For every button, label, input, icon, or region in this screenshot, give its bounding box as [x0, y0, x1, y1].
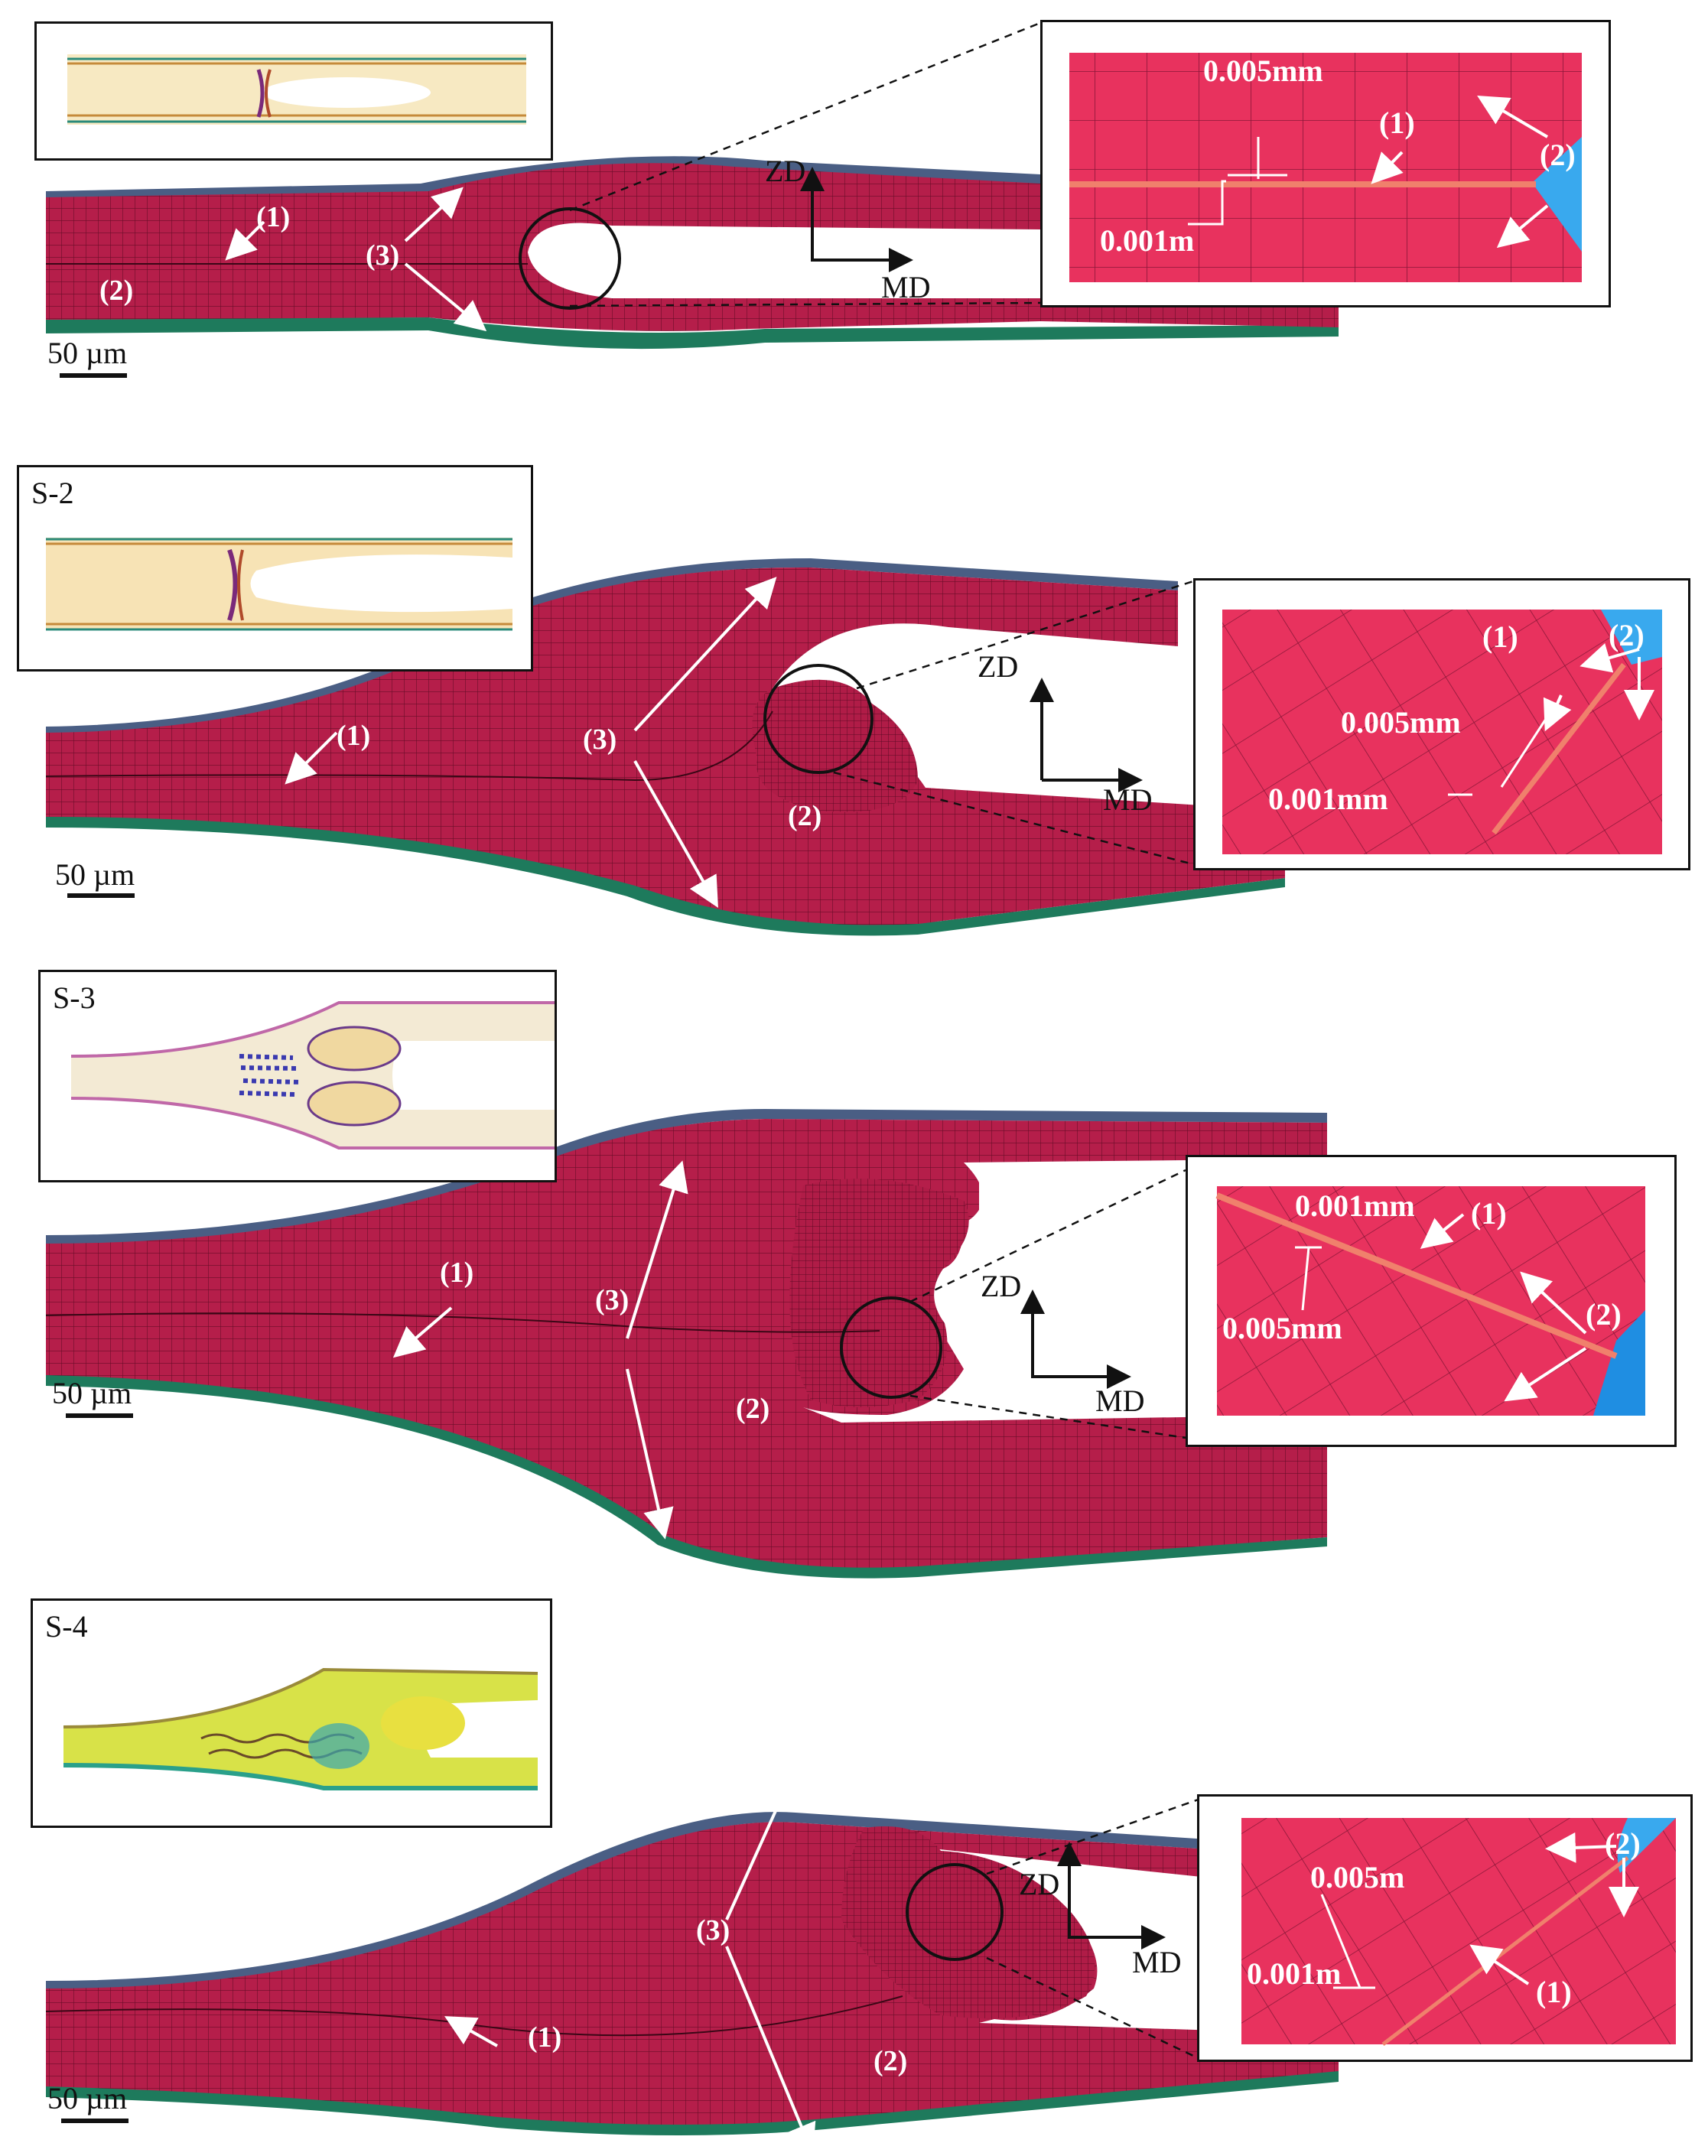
crack-tip-circle — [763, 664, 874, 774]
axis-md-label: MD — [1103, 782, 1153, 817]
region-label-1: (1) — [528, 2021, 562, 2054]
fe-mesh-panel-2 — [45, 558, 1285, 936]
fe-mesh-panel-3 — [45, 1109, 1327, 1579]
zoom-thin-label: 0.001mm — [1268, 782, 1388, 816]
inset-label: S-4 — [45, 1609, 88, 1644]
region-label-1: (1) — [440, 1257, 474, 1289]
zoom-region-1: (1) — [1536, 1975, 1572, 2009]
region-label-3: (3) — [595, 1284, 630, 1316]
zoom-thick-label: 0.005mm — [1203, 54, 1323, 88]
axis-md-label: MD — [1095, 1384, 1145, 1418]
panel-4: (1) (2) (3) ZD MD 50 µm S-4 0.005m — [0, 1598, 1708, 2156]
zoom-region-2: (2) — [1586, 1297, 1622, 1332]
region-label-2: (2) — [874, 2045, 908, 2077]
zoom-region-2: (2) — [1540, 138, 1576, 172]
scale-bar — [66, 1413, 133, 1418]
panel-3: (1) (2) (3) ZD MD 50 µm S-3 0.001mm 0.0 — [0, 970, 1708, 1598]
zoom-region-2: (2) — [1609, 618, 1645, 652]
crack-tip-circle — [519, 207, 621, 310]
axis-zd-label: ZD — [765, 154, 806, 188]
micrograph-inset: S-4 — [31, 1598, 552, 1828]
region-label-2: (2) — [736, 1393, 770, 1425]
panel-1: (1) (2) (3) ZD MD 50 µm 0.005mm 0.00 — [0, 0, 1708, 398]
region-label-2: (2) — [788, 800, 822, 832]
micrograph-inset — [34, 21, 553, 161]
region-label-3: (3) — [696, 1914, 730, 1946]
inset-label: S-3 — [53, 980, 96, 1015]
micrograph-inset: S-3 — [38, 970, 557, 1182]
axis-zd-label: ZD — [1019, 1867, 1060, 1901]
crack-tip-circle — [840, 1296, 942, 1399]
zoom-inset: 0.005m 0.001m (1) (2) — [1197, 1794, 1693, 2062]
zoom-thick-label: 0.005mm — [1341, 705, 1461, 740]
region-label-1: (1) — [256, 201, 291, 233]
zoom-region-1: (1) — [1379, 106, 1415, 140]
micrograph-inset: S-2 — [17, 465, 533, 672]
scale-bar — [60, 373, 127, 378]
zoom-inset: 0.005mm 0.001mm (1) (2) — [1193, 578, 1690, 870]
scale-bar — [67, 893, 135, 898]
zoom-inset: 0.005mm 0.001m (1) (2) — [1040, 20, 1611, 307]
region-label-3: (3) — [583, 724, 617, 756]
scale-bar-label: 50 µm — [55, 857, 135, 892]
scale-bar-label: 50 µm — [52, 1376, 132, 1410]
fe-mesh-panel-1 — [46, 21, 1339, 350]
fe-mesh-panel-4 — [45, 1761, 1339, 2155]
scale-bar-label: 50 µm — [47, 2081, 128, 2115]
zoom-thin-label: 0.001m — [1247, 1956, 1342, 1991]
zoom-thin-label: 0.001m — [1100, 223, 1195, 258]
zoom-inset: 0.001mm 0.005mm (1) (2) — [1186, 1155, 1677, 1447]
scale-bar-label: 50 µm — [47, 336, 128, 370]
zoom-region-2: (2) — [1605, 1826, 1641, 1861]
region-label-1: (1) — [337, 720, 371, 752]
crack-tip-circle — [906, 1863, 1004, 1961]
zoom-thin-label: 0.001mm — [1295, 1189, 1415, 1223]
panel-2: (1) (2) (3) ZD MD 50 µm S-2 0.005mm 0.0 — [0, 459, 1708, 948]
scale-bar — [61, 2119, 129, 2123]
axis-md-label: MD — [1132, 1945, 1182, 1979]
zoom-thick-label: 0.005mm — [1222, 1311, 1342, 1345]
axis-md-label: MD — [881, 270, 931, 304]
zoom-region-1: (1) — [1471, 1196, 1507, 1231]
inset-label: S-2 — [31, 476, 74, 510]
region-label-3: (3) — [366, 239, 400, 272]
axis-zd-label: ZD — [978, 649, 1019, 684]
zoom-thick-label: 0.005m — [1310, 1860, 1405, 1894]
axis-zd-label: ZD — [981, 1269, 1022, 1303]
zoom-region-1: (1) — [1482, 619, 1518, 654]
region-label-2: (2) — [99, 275, 134, 307]
